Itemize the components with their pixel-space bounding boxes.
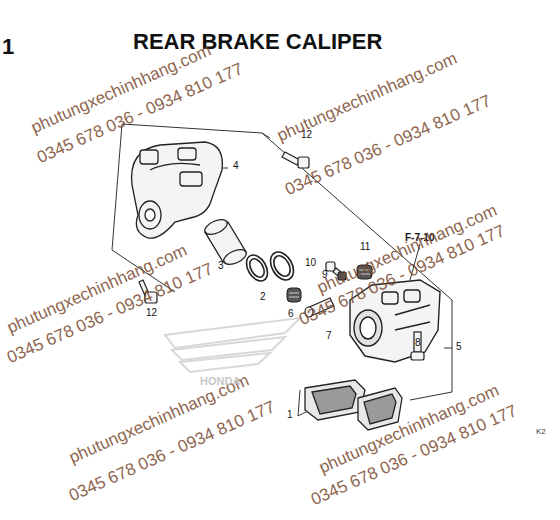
- callout-number: 2: [260, 292, 266, 302]
- piston: [203, 217, 249, 268]
- callout-number: 4: [233, 161, 239, 171]
- section-number: 1: [2, 36, 14, 58]
- honda-logo: [165, 318, 300, 372]
- callout-number: 6: [288, 309, 294, 319]
- mounting-bolt: [411, 332, 424, 360]
- callout-number: 5: [456, 342, 462, 352]
- brake-pads: [305, 380, 402, 430]
- mounting-bolt: [282, 152, 309, 168]
- piston-seals: [242, 248, 298, 285]
- callout-number: 10: [305, 258, 316, 268]
- logo-text: HONDA: [200, 376, 240, 387]
- callout-number: 12: [146, 308, 157, 318]
- callout-number: 1: [287, 410, 293, 420]
- figure-code: K2: [536, 428, 546, 436]
- pin-boot: [287, 288, 301, 302]
- diagram-title: REAR BRAKE CALIPER: [133, 31, 382, 53]
- watermark: 0345 678 036 - 0934 810 177: [283, 92, 494, 198]
- callout-number: 7: [326, 331, 332, 341]
- callout-number: 11: [360, 242, 370, 252]
- callout-number: 8: [415, 338, 421, 348]
- callout-number: 3: [218, 261, 224, 271]
